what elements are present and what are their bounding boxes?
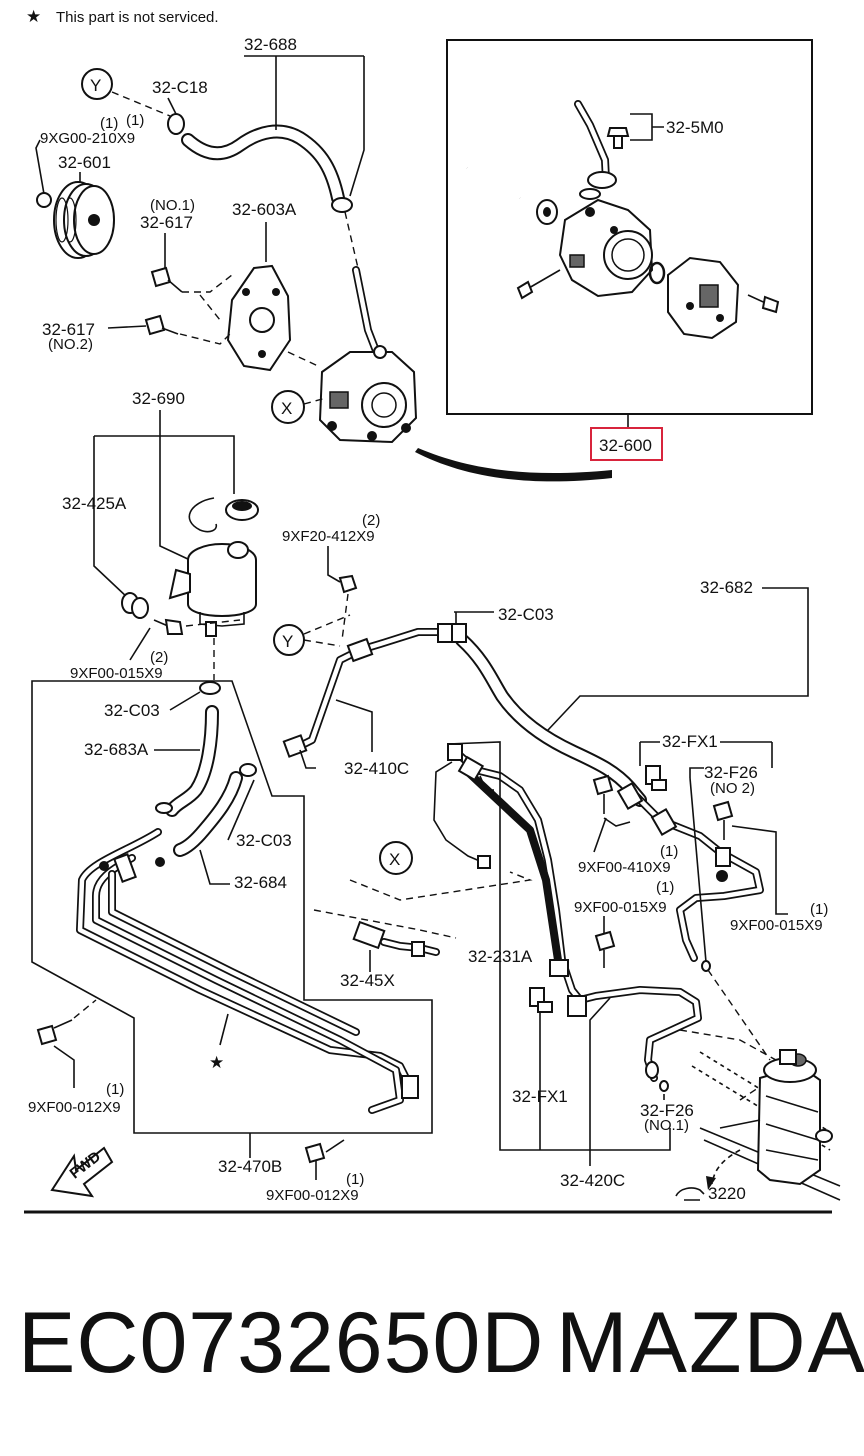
cooler-pipes-32-470B [76,828,419,1114]
marker-x-upper [271,390,305,424]
label-32-601: 32-601 [58,153,111,172]
fitting-32-45X [352,920,440,957]
pump-exploded-drawing [465,100,780,340]
label-9XF20-qty: (2) [362,512,380,529]
note-star-icon: ★ [26,7,41,26]
pipe-32-420C [567,986,702,1092]
marker-x-lower [379,841,413,875]
label-32-617-no2: 32-617 [42,320,95,339]
bolt-9XF00-015X9-mid [594,930,616,968]
part-number: EC0732650D [18,1295,545,1391]
label-9XF00-015X9-right-qty: (1) [810,901,828,918]
label-32-F26-top: 32-F26 [704,763,758,782]
hand-pointer-icon [675,1187,705,1201]
label-32-684: 32-684 [234,873,287,892]
steering-gear-drawing [691,1049,841,1201]
parts-diagram: ★ This part is not serviced. [24,7,841,1214]
label-32-470B: 32-470B [218,1157,282,1176]
label-32-5M0: 32-5M0 [666,118,724,137]
label-32-45X: 32-45X [340,971,395,990]
label-32-690: 32-690 [132,389,185,408]
reservoir-cap [188,497,259,533]
label-32-FX1-top: 32-FX1 [662,732,718,751]
label-no1-b: (NO.1) [644,1117,689,1134]
label-32-F26-bottom: 32-F26 [640,1101,694,1120]
marker-x-lower-text: X [389,850,400,869]
label-9XF00-015X9-right: 9XF00-015X9 [730,917,823,934]
pump-assembly [318,345,418,444]
label-star-mark: ★ [209,1053,224,1072]
label-9XG00-qty: (1) [100,115,118,132]
bolt-32-617-no1 [150,266,183,293]
label-32-FX1-bottom: 32-FX1 [512,1087,568,1106]
label-9XF00-012X9-right-qty: (1) [346,1171,364,1188]
label-32-C18: 32-C18 [152,78,208,97]
pressure-pipe-32-410C [282,623,455,769]
section-frame-left [31,680,433,1134]
nut-9XF20 [338,574,358,594]
label-32-425A: 32-425A [62,494,127,513]
note-text: This part is not serviced. [56,9,219,26]
label-32-C03-left: 32-C03 [104,701,160,720]
label-32-603A: 32-603A [232,200,297,219]
bolt-9XF00-410X9 [592,774,614,814]
label-32-420C: 32-420C [560,1171,625,1190]
label-32-C03-mid: 32-C03 [236,831,292,850]
pulley-drawing [53,181,115,259]
marker-y-upper [81,68,113,100]
fitting-32-FX1-bottom [529,987,553,1013]
marker-y-upper-text: Y [90,76,101,95]
label-ref-3220: 3220 [708,1184,746,1203]
label-32-617-no1: 32-617 [140,213,193,232]
label-no2: (NO.2) [48,336,93,353]
bolt-9XF00-012X9-right [304,1142,326,1180]
label-9XF00-410X9: 9XF00-410X9 [578,859,671,876]
marker-y-lower-text: Y [282,632,293,651]
label-32-682: 32-682 [700,578,753,597]
reservoir-body [168,541,257,637]
label-9XF00-015X9-mid: 9XF00-015X9 [574,899,667,916]
label-9XF00-015X9-mid-qty: (1) [656,879,674,896]
label-32-683A: 32-683A [84,740,149,759]
label-32-C03-top: 32-C03 [498,605,554,624]
label-9XF00-015X9-left-qty: (2) [150,649,168,666]
label-9XG00-210X9: 9XG00-210X9 [40,130,135,147]
fitting-32-FX1-top [645,765,667,791]
label-32-231A: 32-231A [468,947,533,966]
label-no2-b: (NO 2) [710,780,755,797]
label-32-600-highlight [590,427,663,461]
label-32-C18-qty: (1) [126,112,144,129]
label-32-600: 32-600 [599,436,652,455]
label-no1: (NO.1) [150,197,195,214]
rubber-mount [121,592,149,619]
marker-x-upper-text: X [281,399,292,418]
label-9XF00-012X9-left-qty: (1) [106,1081,124,1098]
fwd-arrow-icon: FWD [50,1146,114,1198]
bolt-9XF00-015X9-left [153,618,184,635]
bolt-9XF00-015X9-right [712,800,734,840]
bolt-9XF00-012X9-left [36,1019,73,1046]
ref-3220 [675,1149,741,1201]
label-32-688: 32-688 [244,35,297,54]
label-9XF20-412X9: 9XF20-412X9 [282,528,375,545]
label-32-410C: 32-410C [344,759,409,778]
label-9XF00-012X9-right: 9XF00-012X9 [266,1187,359,1204]
return-hose-32-231A [433,743,584,1004]
label-9XF00-012X9-left: 9XF00-012X9 [28,1099,121,1116]
label-9XF00-015X9-left: 9XF00-015X9 [70,665,163,682]
inset-pointer-arrow [415,448,612,482]
label-9XF00-410X9-qty: (1) [660,843,678,860]
bracket-32-603A [226,264,292,372]
bolt-32-617-no2 [144,314,179,336]
pump-inset-box [446,39,813,415]
brand-name: MAZDA [556,1295,864,1391]
